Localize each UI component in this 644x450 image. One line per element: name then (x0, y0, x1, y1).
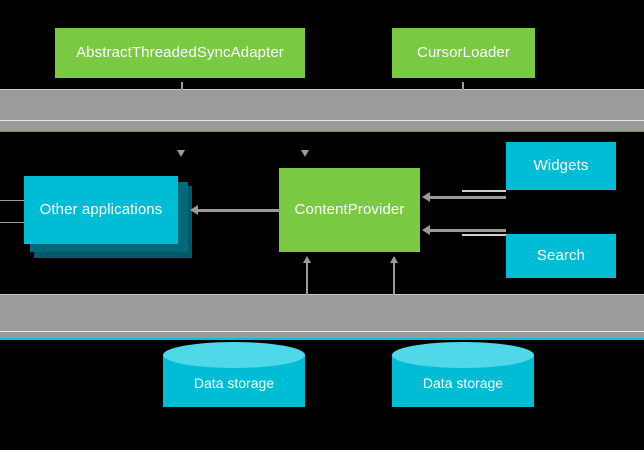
node-cursor-loader[interactable]: CursorLoader (392, 28, 535, 78)
node-label-data-storage-right: Data storage (422, 375, 504, 391)
node-label-cursor-loader: CursorLoader (417, 44, 510, 61)
node-label-data-storage-left: Data storage (193, 375, 275, 391)
connector-band-upper-lower (0, 121, 644, 131)
cylinder-bottom-right (392, 381, 534, 407)
connector-band-hairline-top (0, 89, 644, 90)
edge-data-storage-left-arrowhead (303, 256, 311, 263)
edge-cursor-loader-arrowhead (301, 150, 309, 157)
node-abstract-threaded-sync-adapter[interactable]: AbstractThreadedSyncAdapter (55, 28, 305, 78)
cylinder-bottom-left (163, 381, 305, 407)
connector-band-hairline-lower-top (0, 294, 644, 295)
node-label-search: Search (536, 247, 586, 264)
edge-widgets-to-content-provider-arrowhead (422, 192, 430, 202)
edge-widgets-vertical-stub (462, 190, 506, 192)
node-widgets[interactable]: Widgets (506, 142, 616, 190)
edge-sync-adapter-arrowhead (177, 150, 185, 157)
edge-data-storage-right-arrowhead (390, 256, 398, 263)
edge-widgets-to-content-provider-line (430, 196, 506, 199)
connector-left-edge-upper (0, 200, 30, 201)
edge-data-storage-left-stem (306, 263, 308, 295)
node-label-content-provider: ContentProvider (294, 201, 405, 218)
node-data-storage-right[interactable]: Data storage (392, 342, 534, 420)
edge-search-to-content-provider-line (430, 229, 506, 232)
node-label-other-applications: Other applications (39, 201, 163, 218)
connector-left-edge-lower (0, 222, 30, 223)
cylinder-top-right (392, 342, 534, 368)
connector-band-hairline-lower-mid (0, 331, 644, 332)
connector-band-cyan-edge-top (0, 131, 644, 132)
edge-content-provider-to-other-applications-line (198, 209, 280, 212)
node-label-widgets: Widgets (533, 157, 589, 174)
node-content-provider[interactable]: ContentProvider (279, 168, 420, 252)
node-data-storage-left[interactable]: Data storage (163, 342, 305, 420)
connector-band-lower (0, 295, 644, 332)
edge-search-vertical-stub (462, 234, 506, 236)
node-label-sync-adapter: AbstractThreadedSyncAdapter (76, 44, 284, 61)
edge-search-to-content-provider-arrowhead (422, 225, 430, 235)
connector-band-lower-lower (0, 332, 644, 338)
cylinder-top-left (163, 342, 305, 368)
edge-sync-adapter-stem (181, 82, 183, 90)
edge-cursor-loader-stem (462, 82, 464, 90)
edge-content-provider-to-other-applications-arrowhead (190, 205, 198, 215)
connector-band-cyan-edge-bottom-2 (0, 339, 644, 340)
node-other-applications[interactable]: Other applications (24, 176, 178, 244)
edge-data-storage-right-stem (393, 263, 395, 295)
connector-band-hairline-mid (0, 120, 644, 121)
connector-band-cyan-edge-bottom (0, 338, 644, 339)
node-search[interactable]: Search (506, 234, 616, 278)
